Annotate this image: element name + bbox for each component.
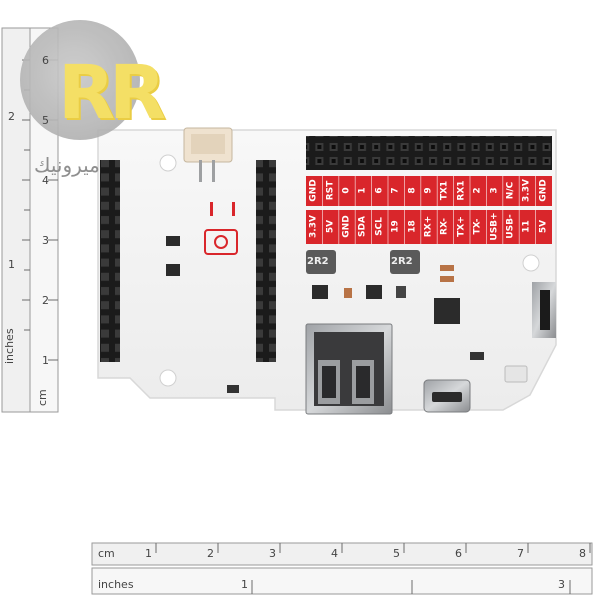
header-label-block <box>306 176 552 244</box>
ruler-v-unit-cm: cm <box>36 389 49 406</box>
pin-label-bottom-12: USB- <box>505 214 516 239</box>
ic-chip <box>312 285 328 299</box>
ruler-v-inch-1: 1 <box>8 258 15 271</box>
pin-label-bottom-8: RX- <box>439 218 450 235</box>
pin-label-bottom-7: RX+ <box>423 215 434 238</box>
left-header <box>100 160 120 362</box>
pin-label-top-0: GND <box>308 179 319 202</box>
pin-label-bottom-6: 18 <box>407 220 418 233</box>
pin-label-top-8: TX1 <box>439 180 450 201</box>
middle-header <box>256 160 276 362</box>
mount-hole <box>522 254 540 272</box>
pin-label-top-2: 0 <box>341 187 352 194</box>
passive <box>470 352 484 360</box>
pin-label-bottom-2: GND <box>341 215 352 238</box>
usb-a-port <box>305 323 393 415</box>
watermark-text: ميرونيك <box>34 153 100 177</box>
pin-label-top-10: 2 <box>472 187 483 194</box>
board-logo-icon <box>204 202 238 255</box>
pin-label-top-14: GND <box>538 179 549 202</box>
ruler-h-inch-1: 1 <box>241 578 248 591</box>
ruler-h-cm-5: 5 <box>393 547 400 560</box>
jst-connector <box>183 127 233 182</box>
ruler-h-cm-4: 4 <box>331 547 338 560</box>
ic-chip <box>366 285 382 299</box>
ruler-v-cm-2: 2 <box>42 294 49 307</box>
passive <box>344 288 352 298</box>
ic-chip <box>166 264 180 276</box>
pin-label-bottom-9: TX+ <box>456 216 467 237</box>
pin-label-bottom-14: 5V <box>538 219 549 234</box>
passive <box>227 385 239 393</box>
pin-label-bottom-5: 19 <box>390 220 401 233</box>
pin-label-bottom-0: 3.3V <box>308 215 319 238</box>
watermark-glyph: RR <box>58 50 166 136</box>
inductor-right <box>390 250 420 274</box>
ruler-h-cm-2: 2 <box>207 547 214 560</box>
ruler-h-cm-8: 8 <box>579 547 586 560</box>
ic-chip <box>166 236 180 246</box>
pin-label-top-4: 6 <box>374 187 385 194</box>
ruler-v-cm-5: 5 <box>42 114 49 127</box>
pin-label-bottom-4: SCL <box>374 217 385 236</box>
pin-label-top-9: RX1 <box>456 180 467 201</box>
ic-chip <box>434 298 460 324</box>
pin-label-bottom-10: TX- <box>472 218 483 235</box>
tactile-button <box>504 365 528 383</box>
micro-usb-port <box>423 379 471 413</box>
pin-label-bottom-13: 11 <box>521 220 532 233</box>
inductor-right-label: 2R2 <box>391 256 413 267</box>
watermark-logo: RR <box>20 20 166 140</box>
inductor-left-label: 2R2 <box>307 256 329 267</box>
pin-label-top-11: 3 <box>489 187 500 194</box>
ruler-h-cm-7: 7 <box>517 547 524 560</box>
ruler-h-cm-3: 3 <box>269 547 276 560</box>
pin-label-top-7: 9 <box>423 187 434 194</box>
ruler-h-cm-1: 1 <box>145 547 152 560</box>
pin-label-top-6: 8 <box>407 187 418 194</box>
inductor-left <box>306 250 336 274</box>
ic-chip <box>396 286 406 298</box>
horizontal-ruler <box>91 542 593 595</box>
pin-label-bottom-3: SDA <box>357 216 368 237</box>
ruler-v-inch-2: 2 <box>8 110 15 123</box>
ruler-v-cm-3: 3 <box>42 234 49 247</box>
mount-hole <box>159 369 177 387</box>
pin-label-top-12: N/C <box>505 181 516 200</box>
passive <box>440 265 454 271</box>
slide-switch <box>532 282 556 338</box>
ruler-h-unit-inches: inches <box>98 578 134 591</box>
top-header <box>306 136 552 170</box>
pin-label-bottom-1: 5V <box>325 219 336 234</box>
pin-label-top-1: RST <box>325 180 336 201</box>
ruler-v-unit-inches: inches <box>3 328 16 364</box>
ruler-h-inch-3: 3 <box>558 578 565 591</box>
pin-label-top-5: 7 <box>390 187 401 194</box>
passive <box>440 276 454 282</box>
pin-label-top-13: 3.3V <box>521 179 532 202</box>
ruler-h-unit-cm: cm <box>98 547 115 560</box>
ruler-v-cm-6: 6 <box>42 54 49 67</box>
ruler-v-cm-1: 1 <box>42 354 49 367</box>
mount-hole <box>159 154 177 172</box>
pin-label-bottom-11: USB+ <box>489 212 500 241</box>
ruler-h-cm-6: 6 <box>455 547 462 560</box>
pin-label-top-3: 1 <box>357 187 368 194</box>
ruler-v-cm-4: 4 <box>42 174 49 187</box>
